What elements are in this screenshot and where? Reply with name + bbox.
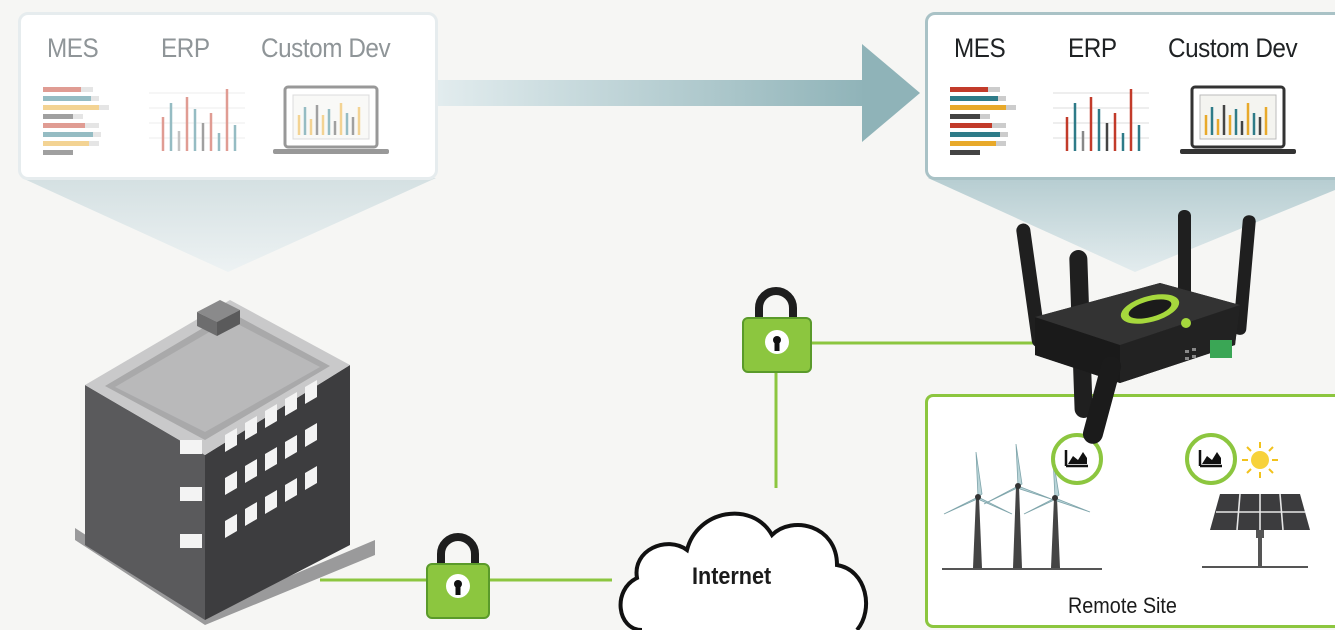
left-apps-panel: MES ERP Custom Dev bbox=[18, 12, 438, 180]
right-erp-title: ERP bbox=[1068, 33, 1117, 63]
chart-icon bbox=[1185, 433, 1237, 485]
solar-panel-icon bbox=[1202, 493, 1310, 568]
building-icon bbox=[75, 300, 375, 625]
cloud-icon bbox=[618, 511, 868, 630]
right-custom-dev-title: Custom Dev bbox=[1168, 33, 1298, 63]
router-icon bbox=[1016, 210, 1256, 444]
left-erp-title: ERP bbox=[161, 33, 210, 63]
right-mes-title: MES bbox=[954, 33, 1006, 63]
left-funnel bbox=[22, 178, 436, 272]
right-apps-panel: MES ERP Custom Dev bbox=[925, 12, 1335, 180]
chart-icon bbox=[1051, 433, 1103, 485]
remote-site-label: Remote Site bbox=[1068, 593, 1177, 618]
padlock-icon bbox=[742, 287, 812, 373]
left-laptop-icon bbox=[273, 85, 389, 154]
left-bar-list-icon bbox=[43, 87, 109, 155]
sun-icon bbox=[1242, 442, 1278, 478]
right-laptop-icon bbox=[1180, 85, 1296, 154]
right-column-chart-icon bbox=[1053, 89, 1149, 151]
sync-arrow bbox=[438, 44, 920, 142]
padlock-icon bbox=[426, 533, 490, 619]
left-mes-title: MES bbox=[47, 33, 99, 63]
right-bar-list-icon bbox=[950, 87, 1016, 155]
internet-label: Internet bbox=[692, 563, 772, 590]
left-custom-dev-title: Custom Dev bbox=[261, 33, 391, 63]
left-column-chart-icon bbox=[149, 89, 245, 151]
right-funnel bbox=[928, 178, 1335, 272]
